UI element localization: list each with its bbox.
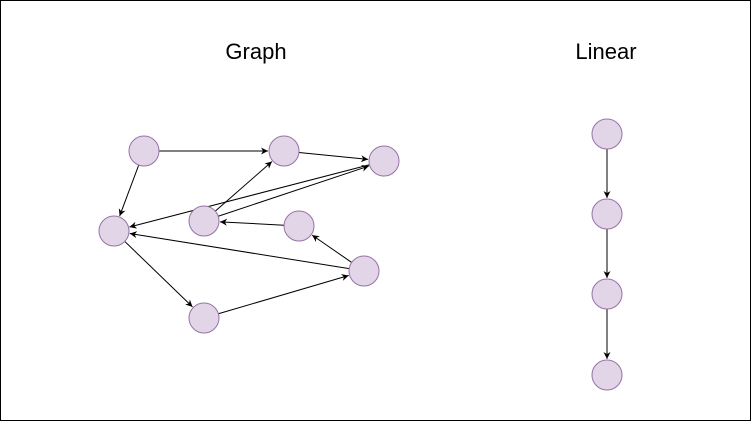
linear-node-l3 <box>591 278 623 310</box>
graph-node-a <box>128 135 160 167</box>
graph-edge-e-g <box>124 241 193 308</box>
graph-node-h <box>348 255 380 287</box>
graph-node-c <box>368 145 400 177</box>
graph-edge-b-c <box>298 151 369 163</box>
nodes-layer <box>98 118 623 391</box>
linear-node-l4 <box>591 359 623 391</box>
graph-title: Graph <box>225 39 287 64</box>
linear-node-l1 <box>591 118 623 150</box>
graph-edge-c-e <box>129 164 370 229</box>
edges-layer <box>118 147 611 359</box>
graph-node-d <box>283 210 315 242</box>
graph-edge-g-h <box>218 274 349 315</box>
linear-node-l2 <box>591 198 623 230</box>
graph-edge-a-e <box>118 164 140 217</box>
graph-node-e <box>98 215 130 247</box>
graph-edge-f-b <box>214 161 273 212</box>
graph-edge-h-d <box>311 234 352 263</box>
graph-edge-h-e <box>129 231 350 270</box>
graph-node-b <box>268 135 300 167</box>
graph-node-f <box>188 205 220 237</box>
graph-edge-f-c <box>218 164 369 217</box>
linear-title: Linear <box>575 39 637 64</box>
graph-node-g <box>188 302 220 334</box>
graph-edge-d-f <box>219 218 285 226</box>
